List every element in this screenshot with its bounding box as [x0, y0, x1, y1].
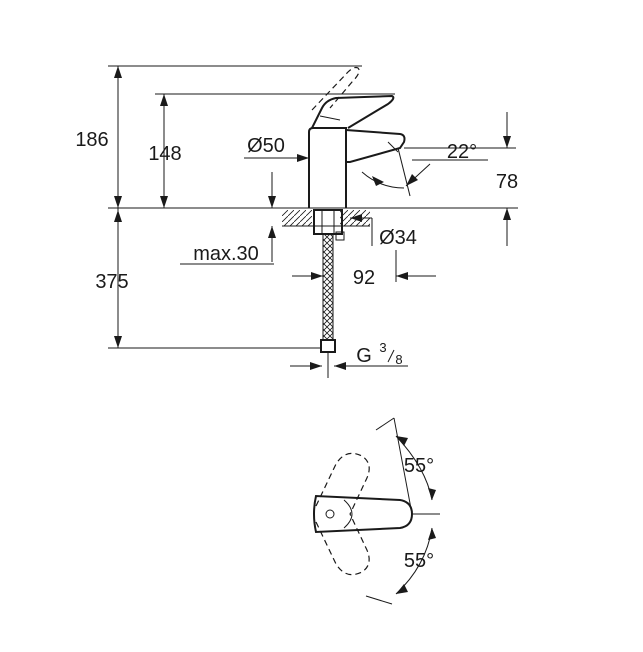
lever-top-view	[313, 494, 414, 534]
side-view: 186 148 Ø50 22° 78 Ø34	[75, 65, 518, 378]
deck-hatch-left	[282, 210, 312, 226]
dim-thread-denominator: 8	[395, 352, 402, 367]
lever-rotated-up	[315, 452, 370, 515]
flexible-hose	[322, 233, 334, 341]
faucet-lever	[311, 94, 395, 129]
dim-total-height: 186	[75, 129, 108, 151]
dim-spout-height: 148	[148, 143, 181, 165]
dim-spout-angle: 22°	[447, 141, 477, 163]
faucet-spout	[345, 129, 406, 163]
dim-thread-letter: G	[356, 345, 372, 367]
dim-rotation-down: 55°	[404, 550, 434, 572]
lever-rotated-down	[315, 513, 370, 576]
dim-thread-numerator: 3	[379, 340, 386, 355]
faucet-lever-raised	[311, 66, 360, 111]
dim-base-diameter: Ø34	[379, 227, 417, 249]
dim-spout-reach-height: 78	[496, 171, 518, 193]
dim-hose-length: 375	[95, 271, 128, 293]
top-view: 55° 55°	[313, 417, 440, 605]
angle-arc	[361, 171, 405, 189]
hose-connector	[320, 339, 336, 353]
dim-rotation-up: 55°	[404, 455, 434, 477]
dim-lever-diameter: Ø50	[247, 135, 285, 157]
dim-max-thickness: max.30	[193, 243, 259, 265]
faucet-body	[308, 127, 347, 208]
mounting-nut	[313, 209, 343, 235]
dim-hose-offset: 92	[353, 267, 375, 289]
